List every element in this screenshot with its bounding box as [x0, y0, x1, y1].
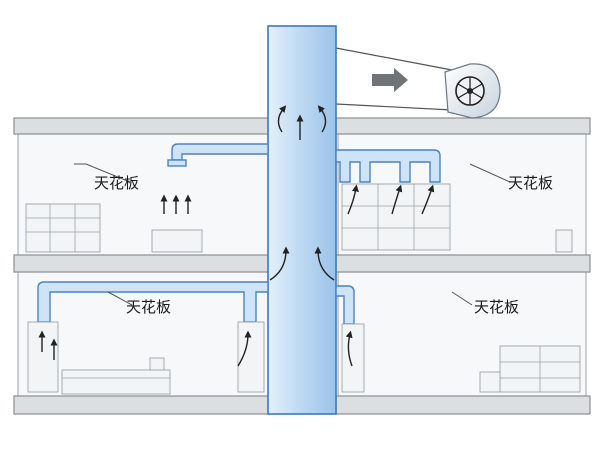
floor-slab-right: [335, 254, 591, 273]
floor-slab-left: [13, 254, 271, 273]
furniture-lower-right: [341, 323, 581, 393]
ground-slab-right: [335, 395, 591, 415]
right-arrow-icon: [372, 68, 408, 92]
duct-lower-right: [335, 285, 355, 325]
roof-slab-right: [335, 117, 591, 135]
exhaust-fan-icon: [444, 63, 501, 119]
label-leaders: [74, 163, 511, 306]
ceiling-label-upper-right: 天花板: [508, 174, 553, 192]
duct-upper-left: [167, 143, 269, 167]
roof-slab-left: [13, 117, 271, 135]
fan-connection: [335, 47, 453, 111]
flow-arrows: [38, 105, 435, 367]
ground-slab-left: [13, 395, 271, 415]
exhaust-shaft: [267, 25, 337, 415]
furniture-upper-right: [341, 183, 573, 253]
hood-upper-left: [167, 159, 187, 167]
duct-upper-right: [335, 149, 441, 183]
ceiling-label-upper-left: 天花板: [94, 174, 139, 192]
furniture-upper-left: [25, 203, 203, 253]
ceiling-label-lower-left: 天花板: [126, 298, 171, 316]
ceiling-label-lower-right: 天花板: [474, 298, 519, 316]
